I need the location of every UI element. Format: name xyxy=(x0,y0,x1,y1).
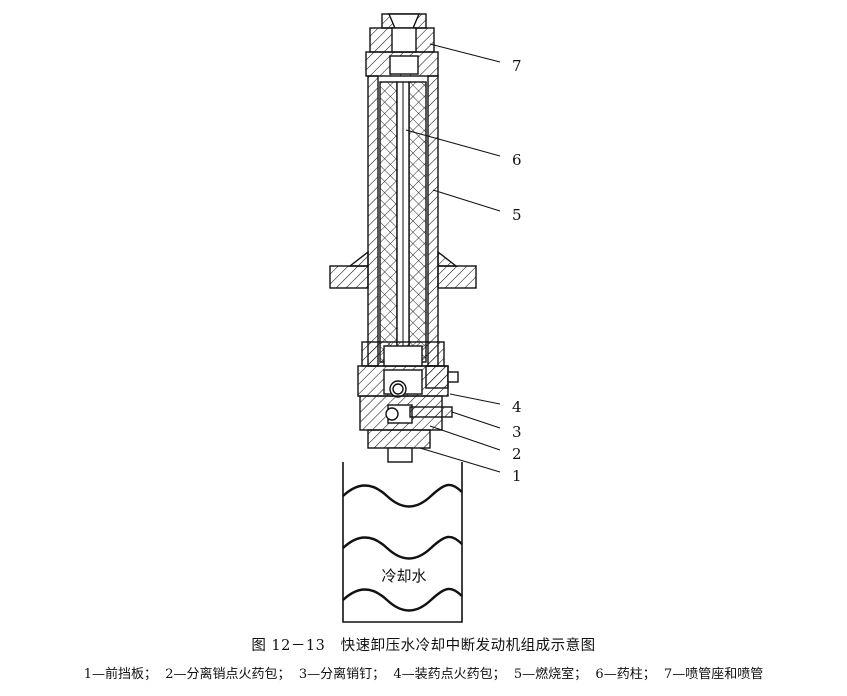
nozzle xyxy=(365,13,439,77)
propellant-grain xyxy=(379,81,427,363)
callout-labels: 7 6 5 4 3 2 1 xyxy=(512,57,522,485)
leader-lines xyxy=(405,43,501,473)
callout-1: 1 xyxy=(512,467,522,485)
callout-2: 2 xyxy=(512,445,522,463)
water-wave-3 xyxy=(342,587,463,612)
callout-5: 5 xyxy=(512,206,522,224)
water-wave-1 xyxy=(342,483,463,508)
figure-caption: 图 12－13 快速卸压水冷却中断发动机组成示意图 xyxy=(0,634,847,655)
figure-number: 图 12－13 xyxy=(251,638,326,654)
callout-6: 6 xyxy=(512,151,522,169)
separation-pin-block xyxy=(359,395,453,431)
combustion-chamber xyxy=(329,75,477,367)
water-tank xyxy=(342,462,463,623)
legend-text: 1—前挡板； 2—分离销点火药包； 3—分离销钉； 4—装药点火药包； 5—燃烧… xyxy=(83,667,764,682)
callout-3: 3 xyxy=(512,423,522,441)
callout-7: 7 xyxy=(512,57,522,75)
callout-4: 4 xyxy=(512,398,522,416)
figure-legend: 1—前挡板； 2—分离销点火药包； 3—分离销钉； 4—装药点火药包； 5—燃烧… xyxy=(0,663,847,682)
front-baffle xyxy=(367,429,431,463)
water-label: 冷却水 xyxy=(381,567,426,585)
water-wave-2 xyxy=(342,535,463,560)
aft-closure xyxy=(357,341,459,398)
figure-title: 快速卸压水冷却中断发动机组成示意图 xyxy=(340,638,596,654)
engine-assembly xyxy=(329,13,477,463)
